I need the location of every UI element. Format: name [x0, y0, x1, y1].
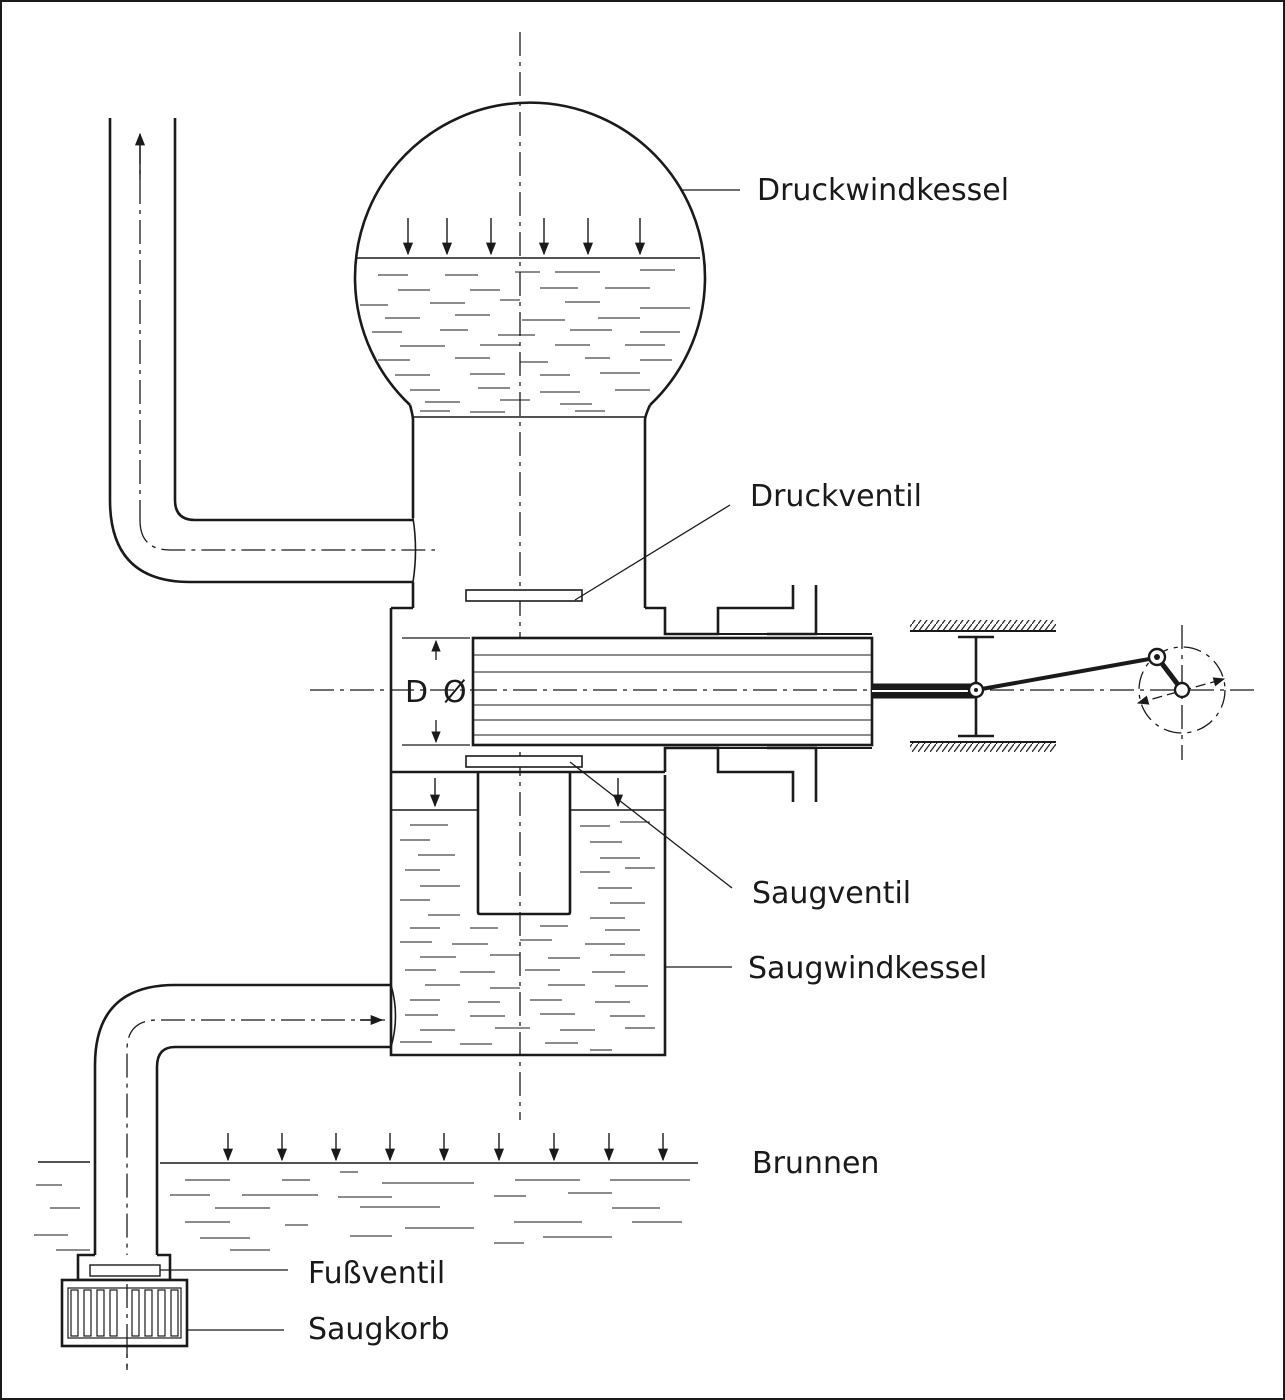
diameter-symbol: Ø	[443, 675, 467, 710]
delivery-pipe	[108, 118, 413, 584]
suction-vessel-arrows	[429, 778, 624, 808]
foot-valve	[89, 1264, 161, 1277]
suction-pipe	[93, 983, 397, 1255]
piston	[471, 636, 874, 747]
suction-strainer	[60, 1278, 189, 1348]
well-arrows	[222, 1133, 669, 1162]
label-druckventil: Druckventil	[750, 479, 922, 514]
pressure-arrows	[402, 218, 646, 256]
suction-vessel-inner-tube	[476, 772, 572, 916]
well-water-hatch	[34, 1171, 690, 1251]
well-water-surface	[38, 1161, 698, 1164]
label-brunnen: Brunnen	[752, 1146, 879, 1181]
label-saugwindkessel: Saugwindkessel	[748, 951, 987, 986]
crosshead-guides	[910, 620, 1056, 752]
connecting-rod	[975, 656, 1156, 692]
diameter-letter: D	[405, 675, 428, 710]
label-druckwindkessel: Druckwindkessel	[757, 173, 1009, 208]
pressure-vessel-water-hatch	[360, 269, 690, 413]
pressure-vessel	[353, 101, 707, 608]
label-fussventil: Fußventil	[308, 1256, 445, 1291]
suction-valve	[465, 755, 583, 768]
diameter-dimension	[402, 637, 470, 746]
piston-rod	[871, 683, 977, 699]
label-saugventil: Saugventil	[752, 876, 911, 911]
label-saugkorb: Saugkorb	[308, 1312, 450, 1347]
pressure-valve	[465, 589, 583, 602]
suction-vessel-water-hatch	[400, 821, 655, 1051]
crank-shaft	[1173, 681, 1191, 699]
leader-lines	[160, 189, 740, 1331]
